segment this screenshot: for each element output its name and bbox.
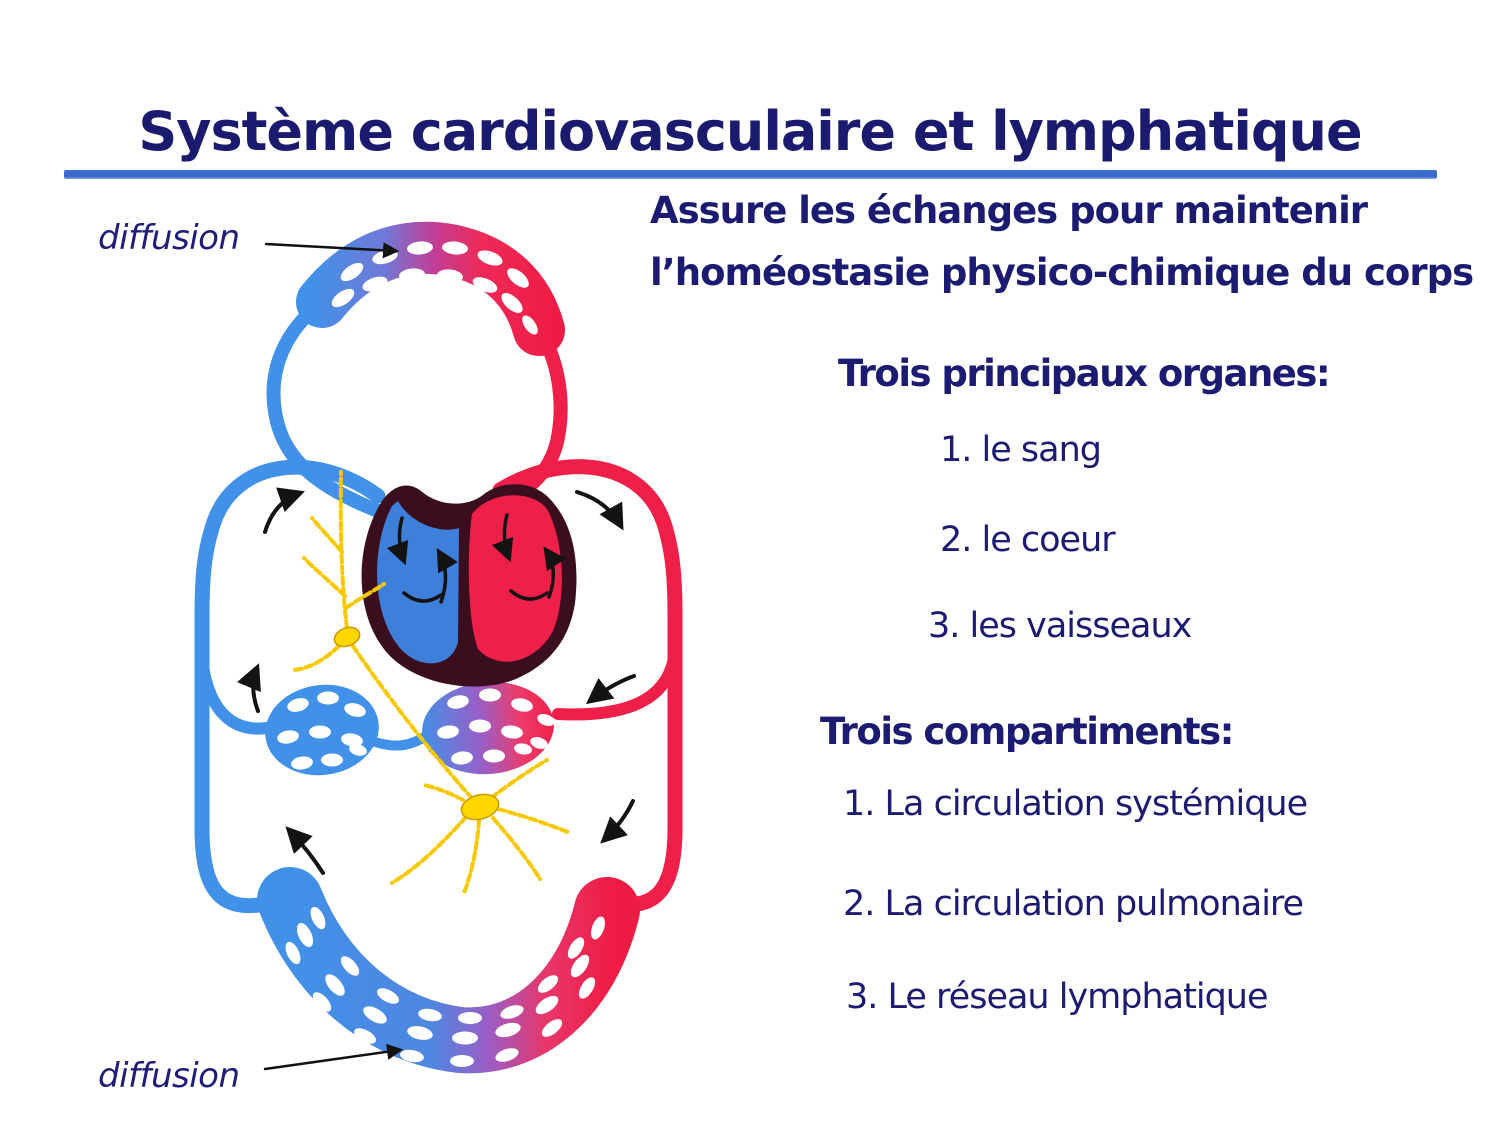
organs-item-2: 2. le coeur <box>940 520 1116 560</box>
heart-left-side <box>468 495 562 662</box>
diffusion-arrows <box>263 242 404 1071</box>
flow-arrow <box>386 516 409 566</box>
flow-arrow <box>585 674 636 705</box>
lymphatic-network-upper <box>289 470 475 801</box>
circulation-diagram <box>194 221 683 1074</box>
page-title: Système cardiovasculaire et lymphatique <box>138 100 1362 164</box>
compartments-item-2: 2. La circulation pulmonaire <box>843 884 1304 924</box>
compartments-heading: Trois compartiments: <box>820 710 1234 753</box>
title-underline <box>64 170 1437 179</box>
flow-arrows <box>236 487 636 875</box>
lymph-node-lower <box>460 793 500 821</box>
diffusion-label-top: diffusion <box>98 218 240 258</box>
diffusion-label-bottom: diffusion <box>98 1056 240 1096</box>
flow-arrow <box>236 663 261 713</box>
flow-arrow <box>436 548 458 604</box>
systemic-vein-loop <box>194 459 386 914</box>
organs-item-3: 3. les vaisseaux <box>928 606 1192 646</box>
flow-arrow <box>263 487 305 534</box>
capillary-bed-left <box>265 684 431 776</box>
systemic-artery-loop <box>492 459 683 913</box>
lymphatic-network-lower <box>390 758 572 895</box>
compartments-item-1: 1. La circulation systémique <box>843 784 1308 824</box>
intro-line-1: Assure les échanges pour maintenir <box>650 189 1368 232</box>
flow-arrow <box>285 826 325 875</box>
systemic-capillary-mesh <box>257 867 640 1074</box>
flow-arrow <box>575 490 624 531</box>
flow-arrow <box>543 546 566 599</box>
heart-shape <box>361 484 577 687</box>
diffusion-arrow-bottom <box>263 1043 404 1071</box>
intro-line-2: l’homéostasie physico-chimique du corps <box>650 251 1474 294</box>
lymph-node-upper <box>333 626 361 648</box>
flow-arrow <box>491 513 514 563</box>
diffusion-arrow-top <box>264 242 400 259</box>
organs-item-1: 1. le sang <box>940 430 1102 470</box>
capillary-bed-right <box>422 681 555 775</box>
pulmonary-capillary-mesh <box>296 221 565 356</box>
organs-heading: Trois principaux organes: <box>838 352 1331 395</box>
flow-arrow <box>600 799 635 844</box>
compartments-item-3: 3. Le réseau lymphatique <box>846 977 1268 1017</box>
